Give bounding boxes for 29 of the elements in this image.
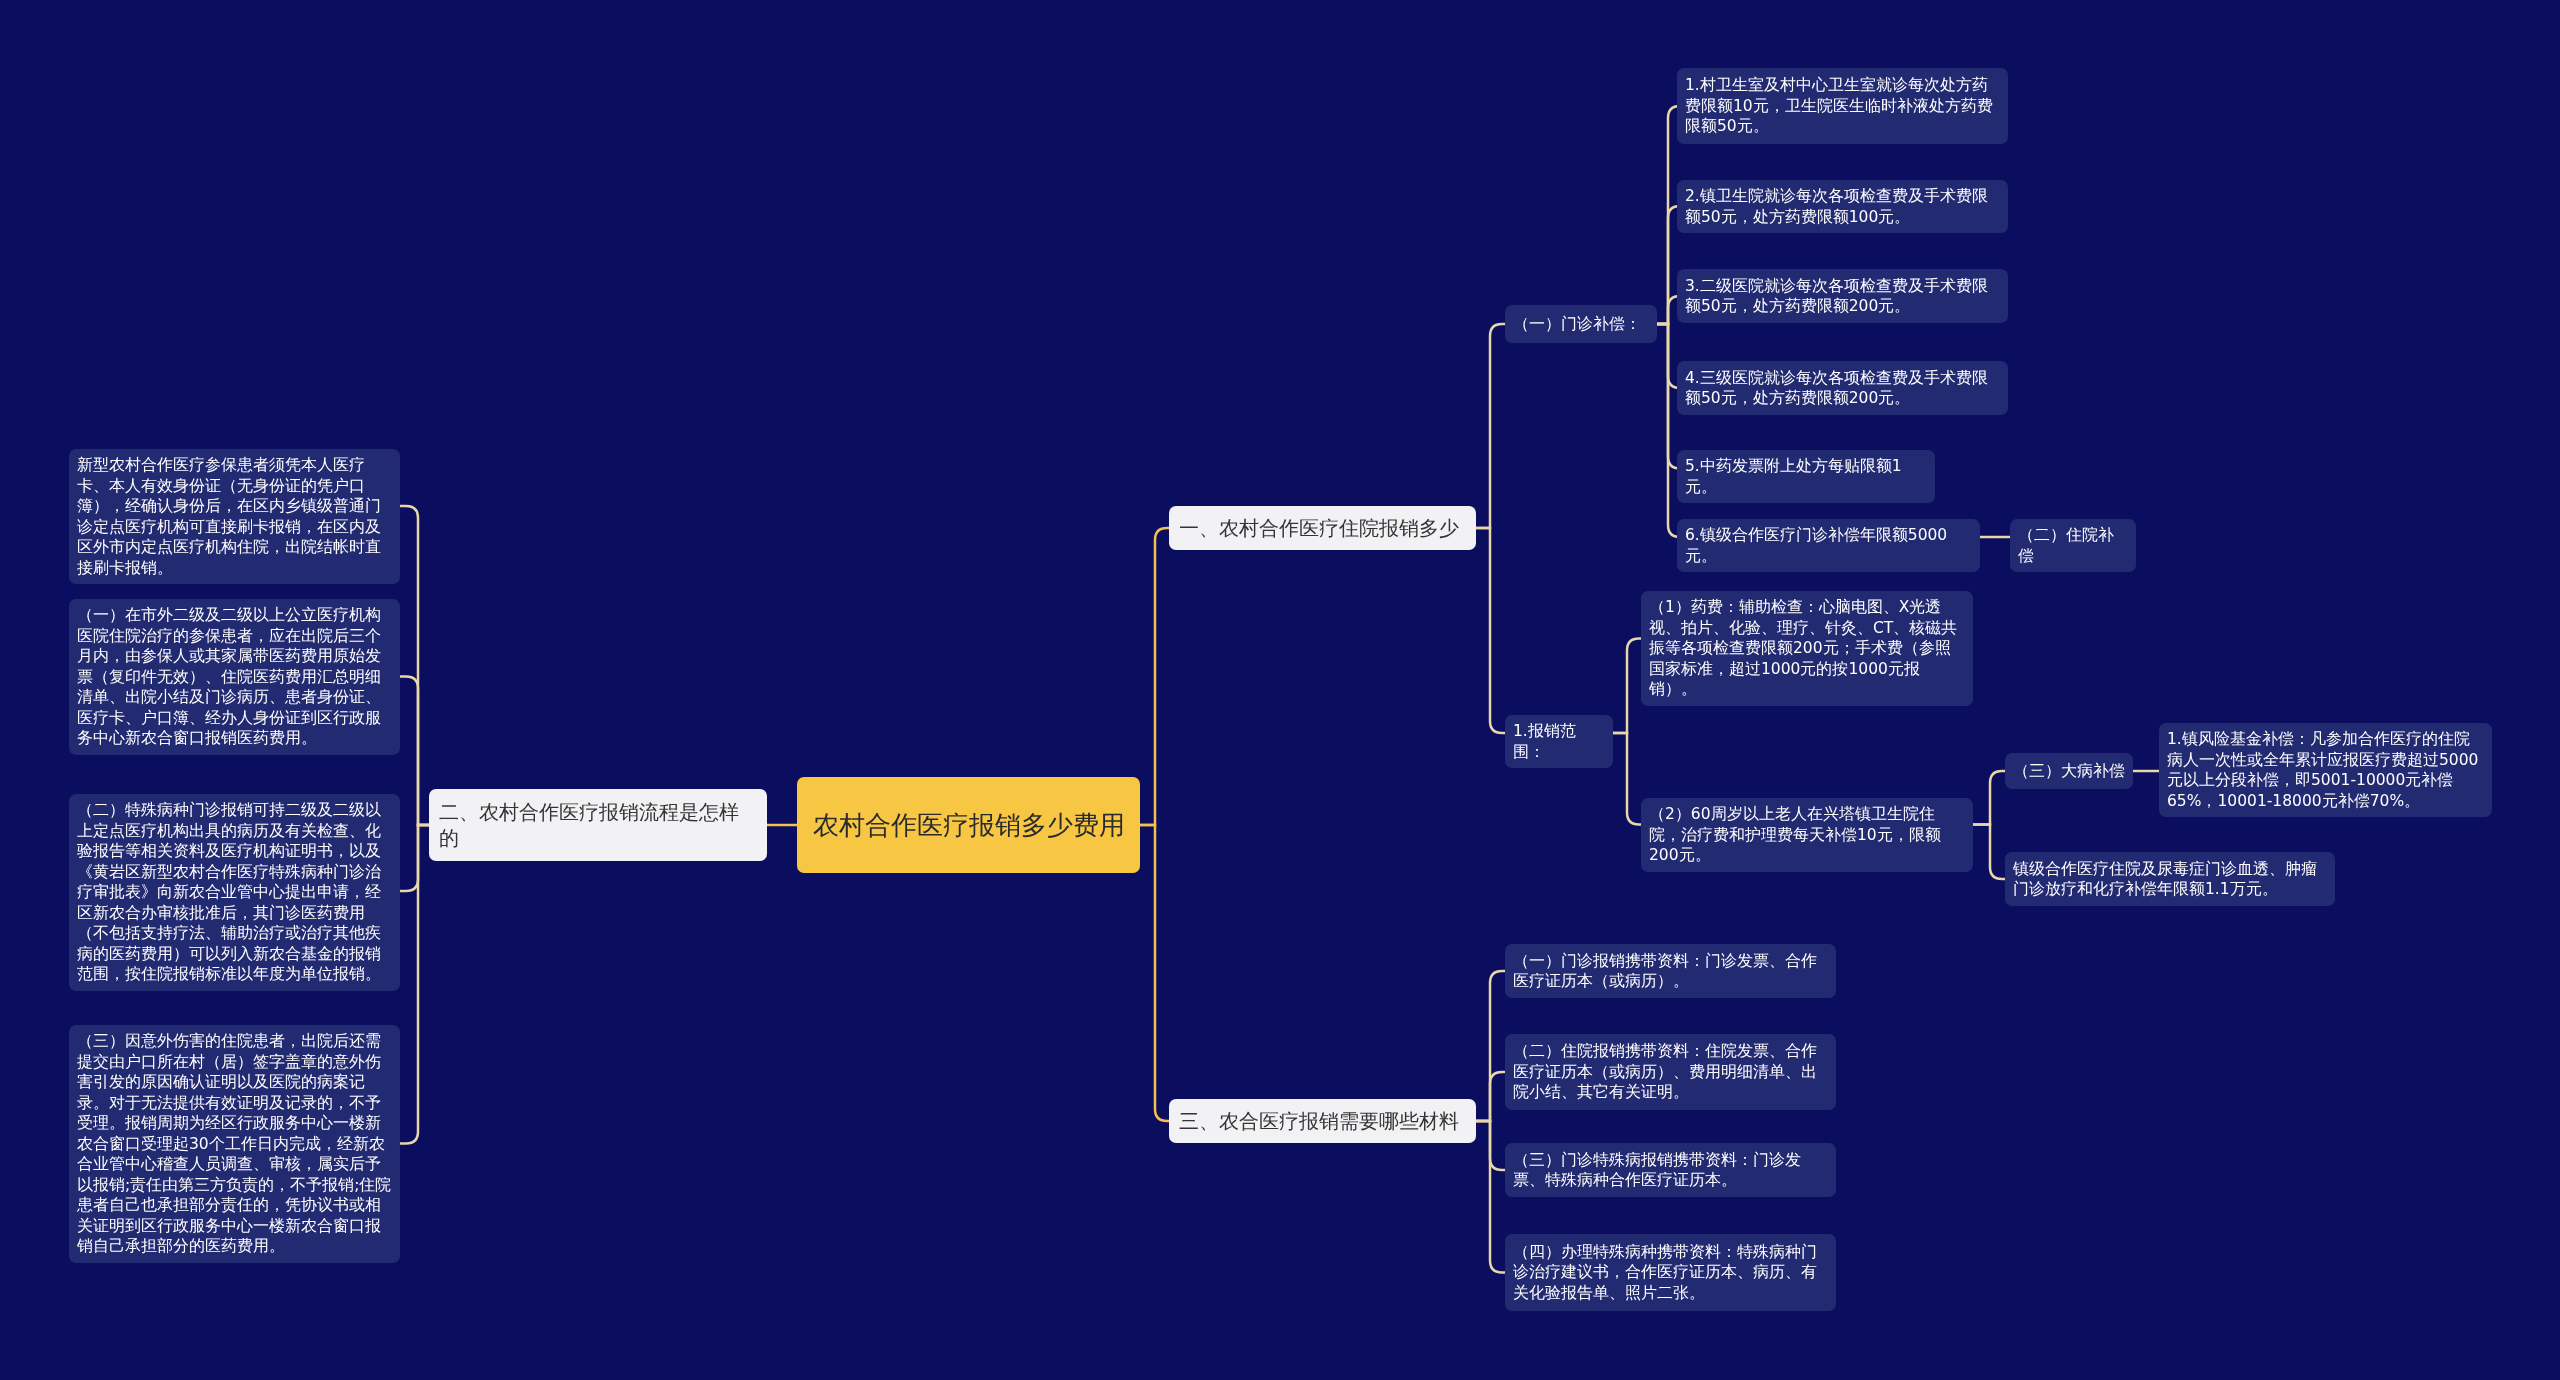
text-box: 1.村卫生室及村中心卫生室就诊每次处方药费限额10元，卫生院医生临时补液处方药费限额50元。: [1677, 68, 2008, 144]
text-box: （三）大病补偿: [2005, 753, 2133, 789]
connector-line: [767, 823, 797, 827]
text-box: （一）在市外二级及二级以上公立医疗机构医院住院治疗的参保患者，应在出院后三个月内，由参保人或其家属带医药费用原始发票（复印件无效）、住院医药费用汇总明细清单、出院小结及门诊病历、患者身份证、医疗卡、户口簿、经办人身份证到区行政服务中心新农合窗口报销医药费用。: [69, 599, 400, 755]
text-box: （一）门诊报销携带资料：门诊发票、合作医疗证历本（或病历）。: [1505, 944, 1836, 998]
text-box: （1）药费：辅助检查：心脑电图、X光透视、拍片、化验、理疗、针灸、CT、核磁共振等各项检查费限额200元；手术费（参照国家标准，超过1000元的按1000元报销）。: [1641, 591, 1973, 706]
text-box: （四）办理特殊病种携带资料：特殊病种门诊治疗建议书，合作医疗证历本、病历、有关化验报告单、照片二张。: [1505, 1234, 1836, 1311]
text-box: 1.镇风险基金补偿：凡参加合作医疗的住院病人一次性或全年累计应报医疗费超过5000元以上分段补偿，即5001-10000元补偿65%，10001-18000元补偿70%。: [2159, 723, 2492, 817]
text-box: （二）住院补偿: [2010, 519, 2136, 572]
branch-box: 二、农村合作医疗报销流程是怎样的: [429, 789, 767, 861]
text-box: （三）因意外伤害的住院患者，出院后还需提交由户口所在村（居）签字盖章的意外伤害引发的原因确认证明以及医院的病案记录。对于无法提供有效证明及记录的，不予受理。报销周期为经区行政服务中心一楼新农合窗口受理起30个工作日内完成，经新农合业管中心稽查人员调查、审核，属实后予以报销;责任由第三方负责的，不予报销;住院患者自己也承担部分责任的，凭协议书或相关证明到区行政服务中心一楼新农合窗口报销自己承担部分的医药费用。: [69, 1025, 400, 1263]
text-box: 3.二级医院就诊每次各项检查费及手术费限额50元，处方药费限额200元。: [1677, 269, 2008, 323]
text-box: 1.报销范围：: [1505, 715, 1613, 768]
text-box: （2）60周岁以上老人在兴塔镇卫生院住院，治疗费和护理费每天补偿10元，限额200元。: [1641, 798, 1973, 872]
topic-box: 农村合作医疗报销多少费用: [797, 777, 1140, 873]
text-box: （三）门诊特殊病报销携带资料：门诊发票、特殊病种合作医疗证历本。: [1505, 1143, 1836, 1197]
connector-line: [2133, 769, 2159, 773]
text-box: （一）门诊补偿：: [1505, 305, 1657, 343]
branch-box: 三、农合医疗报销需要哪些材料: [1169, 1099, 1476, 1143]
branch-box: 一、农村合作医疗住院报销多少: [1169, 506, 1476, 550]
text-box: 镇级合作医疗住院及尿毒症门诊血透、肿瘤门诊放疗和化疗补偿年限额1.1万元。: [2005, 852, 2335, 906]
text-box: 2.镇卫生院就诊每次各项检查费及手术费限额50元，处方药费限额100元。: [1677, 180, 2008, 233]
connector-line: [1980, 535, 2010, 539]
text-box: 4.三级医院就诊每次各项检查费及手术费限额50元，处方药费限额200元。: [1677, 361, 2008, 415]
text-box: 新型农村合作医疗参保患者须凭本人医疗卡、本人有效身份证（无身份证的凭户口簿），经确认身份后，在区内乡镇级普通门诊定点医疗机构可直接刷卡报销，在区内及区外市内定点医疗机构住院，出院结帐时直接刷卡报销。: [69, 449, 400, 584]
text-box: （二）特殊病种门诊报销可持二级及二级以上定点医疗机构出具的病历及有关检查、化验报告等相关资料及医疗机构证明书，以及《黄岩区新型农村合作医疗特殊病种门诊治疗审批表》向新农合业管中心提出申请，经区新农合办审核批准后，其门诊医药费用（不包括支持疗法、辅助治疗或治疗其他疾病的医药费用）可以列入新农合基金的报销范围，按住院报销标准以年度为单位报销。: [69, 794, 400, 991]
text-box: 5.中药发票附上处方每贴限额1元。: [1677, 450, 1935, 503]
text-box: （二）住院报销携带资料：住院发票、合作医疗证历本（或病历）、费用明细清单、出院小结、其它有关证明。: [1505, 1034, 1836, 1110]
text-box: 6.镇级合作医疗门诊补偿年限额5000元。: [1677, 519, 1980, 572]
